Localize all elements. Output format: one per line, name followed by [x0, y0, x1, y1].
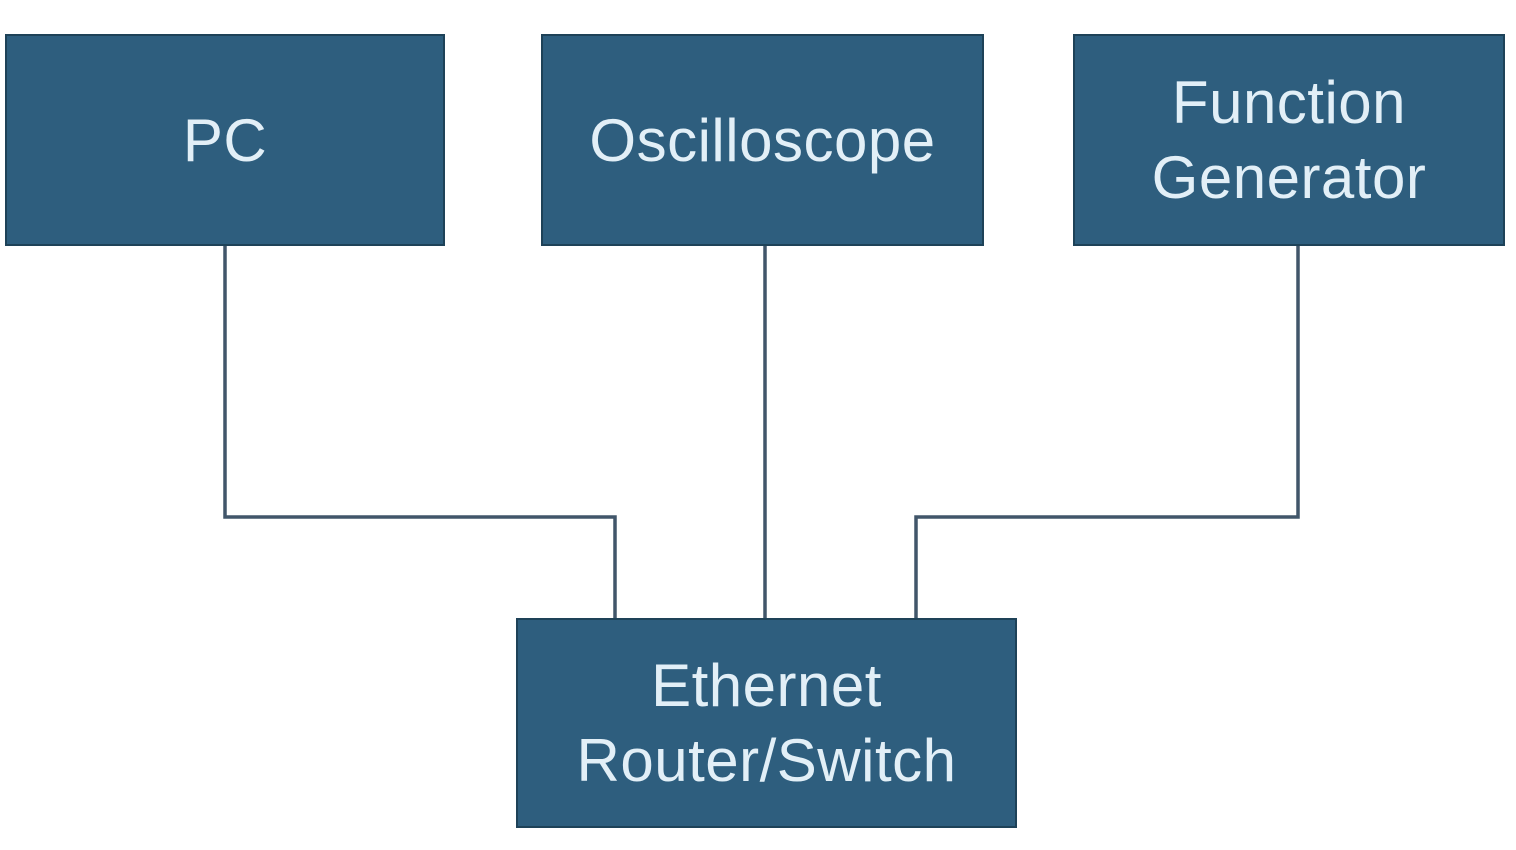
node-ethernet-router-switch: Ethernet Router/Switch — [516, 618, 1017, 828]
node-function-generator: Function Generator — [1073, 34, 1505, 246]
connector-pc-to-router — [223, 246, 617, 620]
node-pc: PC — [5, 34, 445, 246]
node-pc-label: PC — [182, 106, 268, 174]
connector-function-generator-to-router — [914, 246, 1300, 620]
node-oscilloscope-label: Oscilloscope — [589, 106, 936, 174]
node-ethernet-router-switch-label: Ethernet Router/Switch — [576, 652, 957, 794]
node-oscilloscope: Oscilloscope — [541, 34, 984, 246]
node-function-generator-label: Function Generator — [1151, 69, 1427, 211]
